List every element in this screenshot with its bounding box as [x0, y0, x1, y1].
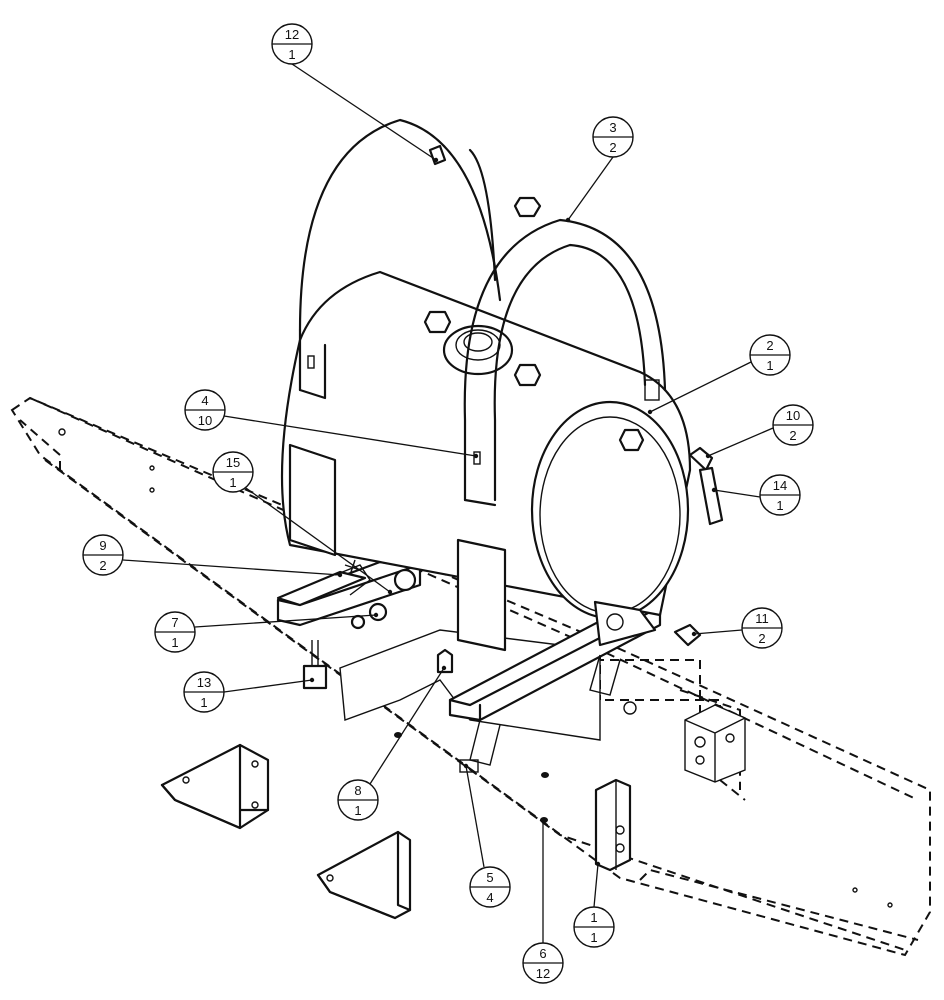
callout-quantity: 1	[288, 47, 295, 62]
mounting-bracket-left	[276, 559, 454, 690]
callout-leader-tip	[463, 763, 469, 769]
callout-leader-tip	[565, 217, 571, 223]
callout-leader-tip	[441, 665, 447, 671]
callout-quantity: 1	[200, 695, 207, 710]
callout-quantity: 2	[758, 631, 765, 646]
callout-3: 32	[565, 116, 634, 223]
callout-13: 131	[183, 671, 315, 713]
callout-leader-line	[693, 629, 743, 635]
valve-block	[623, 701, 746, 783]
callout-leader-line	[567, 156, 614, 221]
callout-leader-line	[223, 679, 313, 693]
gusset-bracket-upper	[160, 743, 270, 830]
callout-quantity: 12	[536, 966, 550, 981]
callout-leader-line	[593, 863, 599, 908]
callout-leader-line	[369, 667, 445, 785]
callout-item-number: 12	[285, 27, 299, 42]
callout-quantity: 4	[486, 890, 493, 905]
callout-leader-tip	[595, 861, 601, 867]
callout-leader-tip	[705, 453, 711, 459]
callout-quantity: 10	[198, 413, 212, 428]
callout-4: 410	[184, 389, 479, 459]
callout-11: 112	[691, 607, 783, 649]
callout-leader-line	[707, 427, 774, 457]
callout-leader-line	[649, 361, 752, 413]
callout-item-number: 10	[786, 408, 800, 423]
gusset-bracket-lower	[316, 830, 412, 920]
callout-quantity: 1	[590, 930, 597, 945]
callout-leader-tip	[711, 487, 717, 493]
callout-item-number: 9	[99, 538, 106, 553]
callout-leader-line	[194, 614, 377, 628]
callout-8: 81	[337, 665, 447, 821]
hose-fitting	[673, 446, 724, 647]
callout-leader-tip	[387, 589, 393, 595]
callout-10: 102	[705, 404, 814, 459]
callout-quantity: 1	[171, 635, 178, 650]
callout-leader-tip	[337, 572, 343, 578]
callout-quantity: 1	[354, 803, 361, 818]
callout-leader-line	[245, 487, 391, 593]
callout-6: 612	[522, 817, 564, 984]
callout-leader-tip	[373, 612, 379, 618]
callout-leader-line	[713, 489, 761, 498]
callout-leader-line	[223, 415, 477, 457]
callout-item-number: 13	[197, 675, 211, 690]
callout-7: 71	[154, 611, 379, 653]
callout-12: 121	[271, 23, 439, 163]
callout-item-number: 7	[171, 615, 178, 630]
callout-leader-line	[122, 559, 341, 576]
callout-9: 92	[82, 534, 343, 578]
callout-item-number: 3	[609, 120, 616, 135]
callout-2: 21	[647, 334, 791, 415]
callout-leader-tip	[647, 409, 653, 415]
callout-item-number: 2	[766, 338, 773, 353]
callout-item-number: 1	[590, 910, 597, 925]
callout-item-number: 15	[226, 455, 240, 470]
callout-item-number: 5	[486, 870, 493, 885]
callout-quantity: 1	[776, 498, 783, 513]
callout-1: 11	[573, 861, 615, 948]
callout-15: 151	[212, 451, 393, 595]
callout-14: 141	[711, 474, 801, 516]
callout-quantity: 2	[99, 558, 106, 573]
callout-item-number: 11	[755, 611, 769, 626]
callout-leader-line	[291, 63, 437, 161]
callout-item-number: 8	[354, 783, 361, 798]
callout-item-number: 4	[201, 393, 208, 408]
callout-leader-tip	[691, 631, 697, 637]
callout-leader-tip	[540, 817, 546, 823]
callout-item-number: 14	[773, 478, 787, 493]
callout-5: 54	[463, 763, 511, 908]
callout-quantity: 2	[789, 428, 796, 443]
callout-leader-tip	[309, 677, 315, 683]
callout-item-number: 6	[539, 946, 546, 961]
callout-leader-tip	[433, 157, 439, 163]
callout-quantity: 1	[766, 358, 773, 373]
callout-leader-tip	[473, 453, 479, 459]
callout-quantity: 2	[609, 140, 616, 155]
callout-quantity: 1	[229, 475, 236, 490]
callout-leader-line	[465, 765, 485, 868]
